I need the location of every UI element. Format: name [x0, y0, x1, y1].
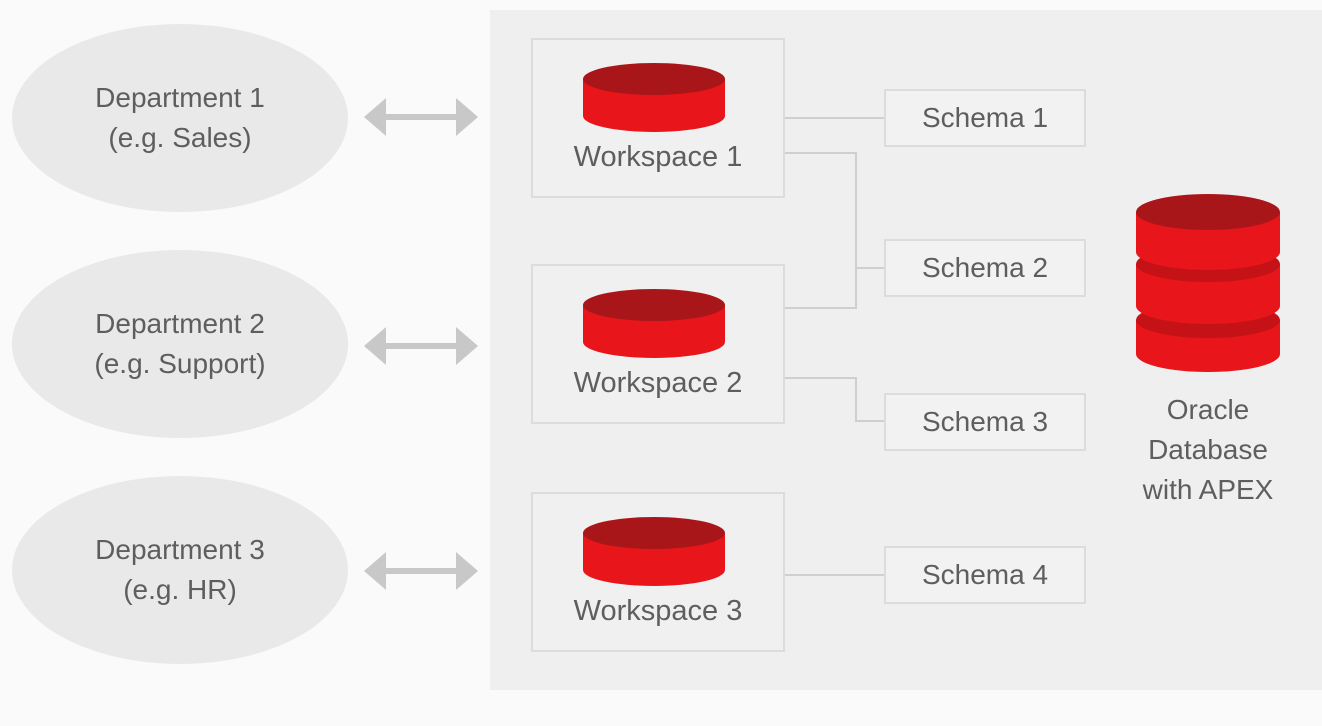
schema-4-label: Schema 4 — [921, 559, 1049, 590]
workspace-2-label: Workspace 2 — [573, 367, 743, 399]
oracle-database-line-1: Oracle — [1166, 394, 1250, 425]
oracle-database-stack-icon — [1136, 194, 1280, 372]
workspace-1-box: Workspace 1 — [531, 38, 785, 198]
connector-ws2-schema3 — [785, 377, 884, 422]
double-arrow-icon — [364, 98, 478, 136]
workspace-3-box: Workspace 3 — [531, 492, 785, 652]
database-cylinder-icon — [583, 289, 725, 358]
department-2-example: (e.g. Support) — [94, 348, 266, 379]
schema-2-label: Schema 2 — [921, 252, 1049, 283]
department-1-name: Department 1 — [95, 82, 265, 113]
schema-1-label: Schema 1 — [921, 102, 1049, 133]
schema-1-box: Schema 1 — [884, 89, 1086, 147]
database-cylinder-icon — [583, 517, 725, 586]
department-1-ellipse: Department 1 (e.g. Sales) — [12, 24, 348, 212]
schema-4-box: Schema 4 — [884, 546, 1086, 604]
workspace-1-label: Workspace 1 — [573, 141, 743, 173]
double-arrow-icon — [364, 327, 478, 365]
oracle-database-label: Oracle Database with APEX — [1108, 390, 1308, 510]
department-2-name: Department 2 — [95, 308, 265, 339]
workspace-2-box: Workspace 2 — [531, 264, 785, 424]
department-1-example: (e.g. Sales) — [108, 122, 252, 153]
department-3-ellipse: Department 3 (e.g. HR) — [12, 476, 348, 664]
database-cylinder-icon — [583, 63, 725, 132]
schema-3-box: Schema 3 — [884, 393, 1086, 451]
department-3-example: (e.g. HR) — [123, 574, 237, 605]
workspace-3-label: Workspace 3 — [573, 595, 743, 627]
oracle-database-line-3: with APEX — [1142, 474, 1274, 505]
schema-2-box: Schema 2 — [884, 239, 1086, 297]
oracle-database-line-2: Database — [1148, 434, 1268, 465]
department-3-name: Department 3 — [95, 534, 265, 565]
department-2-ellipse: Department 2 (e.g. Support) — [12, 250, 348, 438]
connector-ws2-schema2 — [785, 268, 857, 309]
schema-3-label: Schema 3 — [921, 406, 1049, 437]
double-arrow-icon — [364, 552, 478, 590]
connector-ws1-schema2 — [785, 152, 884, 269]
